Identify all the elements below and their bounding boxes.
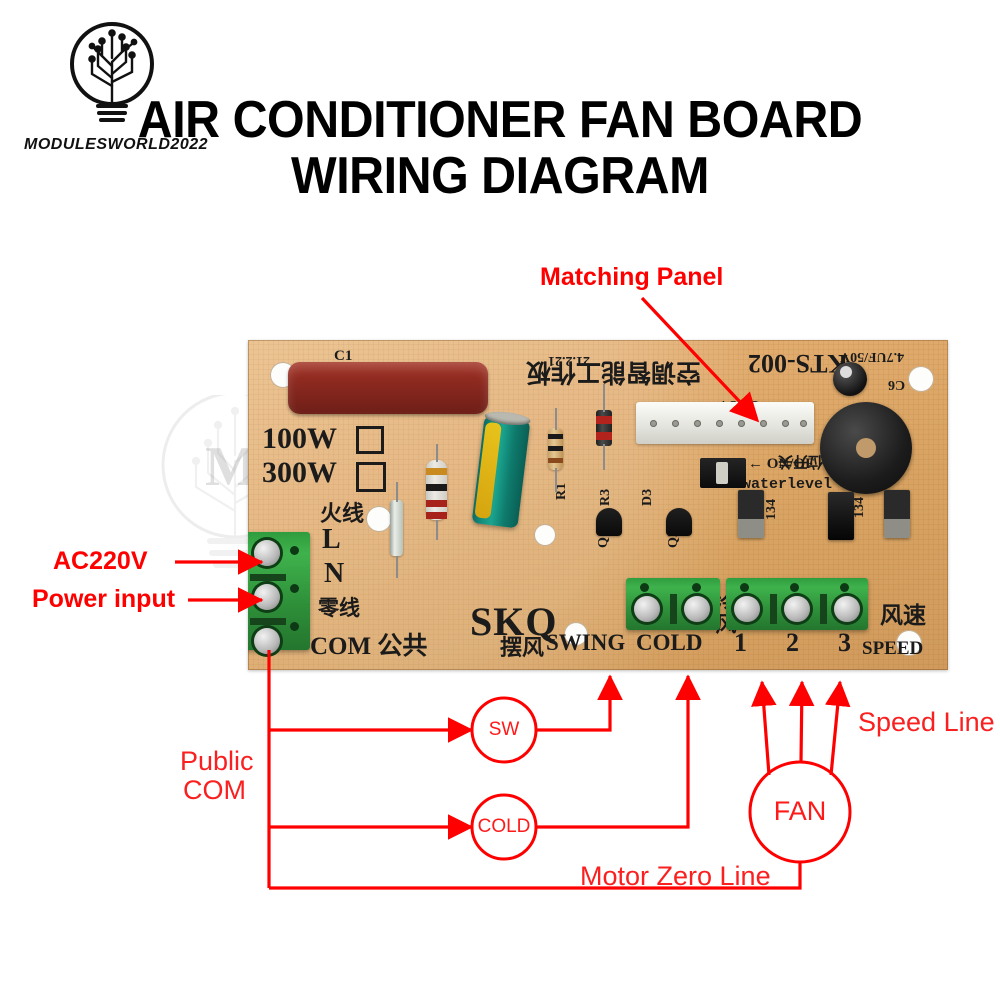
- terminal-screw-cold[interactable]: [684, 596, 710, 622]
- connector-pin: [672, 420, 679, 427]
- lightbulb-circuit-tree-icon: [70, 22, 154, 122]
- page-title-line-2: WIRING DIAGRAM: [291, 147, 709, 205]
- pcb-board: 空调智能工作板 21.2.21 KTS-002 C1 4.7UF/50V C6 …: [248, 340, 948, 670]
- silk-speed-3: 3: [838, 628, 851, 657]
- component-lead: [396, 556, 398, 578]
- pcb-edge: [248, 340, 948, 670]
- triac-1: [738, 490, 764, 538]
- silk-swing-cn: 摆风: [500, 635, 545, 660]
- fan-to-speed3-wire: [824, 680, 851, 776]
- transistor-q2: [666, 508, 692, 536]
- mounting-hole: [366, 506, 392, 532]
- silk-ref-r3: R3: [598, 488, 613, 506]
- silk-brand-mark: SKQ: [470, 599, 558, 644]
- silk-speed-1: 1: [734, 628, 747, 657]
- component-lead: [603, 444, 605, 470]
- silk-cap-ref-c6: C6: [888, 377, 906, 392]
- matching-panel-connector: [636, 402, 814, 444]
- silk-speed-2: 2: [786, 628, 799, 657]
- buzzer-vent-hole: [856, 438, 876, 458]
- silk-power-300w: 300W: [262, 456, 337, 489]
- resistor-r3: [548, 428, 563, 470]
- terminal-screw-speed-1[interactable]: [734, 596, 760, 622]
- silk-cold-label: COLD: [636, 630, 703, 655]
- brand-wordmark: MODULESWORLD2022: [24, 136, 209, 153]
- silk-live-wire-cn: 火线: [320, 501, 365, 526]
- silk-waterlevel-label: waterlevel: [742, 476, 833, 493]
- page-title: AIR CONDITIONER FAN BOARD WIRING DIAGRAM: [35, 92, 965, 204]
- connector-pin: [760, 420, 767, 427]
- connector-pin: [782, 420, 789, 427]
- sw-to-swing-wire: [536, 674, 623, 732]
- terminal-screw-n[interactable]: [254, 584, 280, 610]
- connector-pin: [716, 420, 723, 427]
- silk-live-mark: L: [322, 524, 341, 555]
- connector-pin: [738, 420, 745, 427]
- swing-cold-terminal-block[interactable]: [626, 578, 720, 630]
- component-lead: [555, 468, 557, 492]
- terminal-screw-speed-3[interactable]: [834, 596, 860, 622]
- component-lead: [603, 384, 605, 412]
- silk-checkbox-300w: [356, 462, 386, 492]
- component-lead: [436, 520, 438, 540]
- connector-pin: [650, 420, 657, 427]
- terminal-screw-com[interactable]: [254, 628, 280, 654]
- mounting-hole: [564, 622, 588, 646]
- brand-logo: [52, 18, 172, 128]
- speed-line-label: Speed Line: [858, 707, 995, 737]
- triac-3: [884, 490, 910, 538]
- waterlevel-dip-switch[interactable]: [700, 458, 746, 488]
- power-input-terminal-block[interactable]: [248, 532, 310, 654]
- dip-switch-key[interactable]: [716, 462, 728, 484]
- public-com-label-line1: Public: [180, 746, 254, 776]
- connector-pin: [800, 420, 807, 427]
- mounting-hole: [908, 366, 934, 392]
- silk-neutral-cn: 零线: [318, 596, 360, 620]
- component-lead: [396, 482, 398, 502]
- fan-node-label: FAN: [773, 796, 827, 826]
- silk-cap-ref-c1: C1: [334, 348, 353, 364]
- sw-node-label: SW: [488, 719, 520, 740]
- buzzer: [820, 402, 912, 494]
- cold-to-cold-wire: [536, 674, 701, 829]
- silk-checkbox-100w: [356, 426, 384, 454]
- terminal-screw-swing[interactable]: [634, 596, 660, 622]
- terminal-screw-speed-2[interactable]: [784, 596, 810, 622]
- silk-speed-label: SPEED: [862, 638, 924, 659]
- page-title-line-1: AIR CONDITIONER FAN BOARD: [137, 91, 863, 149]
- motor-zero-line-label: Motor Zero Line: [580, 861, 771, 891]
- mounting-hole: [896, 630, 922, 656]
- mounting-hole: [534, 524, 556, 546]
- connector-pin: [694, 420, 701, 427]
- silk-triac-code-2: 134: [852, 497, 867, 518]
- silk-com-label: COM 公共: [310, 633, 428, 660]
- triac-2: [828, 492, 854, 540]
- small-capacitor-c6: [833, 362, 867, 396]
- fan-to-speed2-wire: [788, 680, 815, 763]
- public-com-label-line2: COM: [183, 775, 246, 805]
- silk-swing-label: SWING: [546, 630, 626, 655]
- matching-panel-label: Matching Panel: [540, 263, 724, 291]
- silk-speed-cn: 风速: [880, 603, 926, 628]
- component-lead: [555, 408, 557, 430]
- ac220v-label: AC220V: [53, 547, 148, 575]
- silk-neutral-mark: N: [324, 558, 345, 589]
- transistor-q1: [596, 508, 622, 536]
- power-resistor: [288, 362, 488, 414]
- silk-triac-code: 134: [764, 499, 779, 520]
- diode-d3: [596, 410, 612, 446]
- fan-to-speed1-wire: [751, 680, 777, 776]
- silk-date-code: 21.2.21: [548, 353, 590, 368]
- silk-ref-d3: D3: [640, 488, 655, 506]
- speed-terminal-block[interactable]: [726, 578, 868, 630]
- silk-onoff-label: ← ON/OF: [748, 456, 815, 472]
- resistor-r1: [426, 460, 447, 520]
- glass-diode-d2: [390, 500, 403, 556]
- component-lead: [436, 444, 438, 462]
- power-input-label: Power input: [32, 585, 176, 613]
- silk-power-100w: 100W: [262, 422, 337, 455]
- cold-node-label: COLD: [477, 816, 531, 837]
- terminal-screw-l[interactable]: [254, 540, 280, 566]
